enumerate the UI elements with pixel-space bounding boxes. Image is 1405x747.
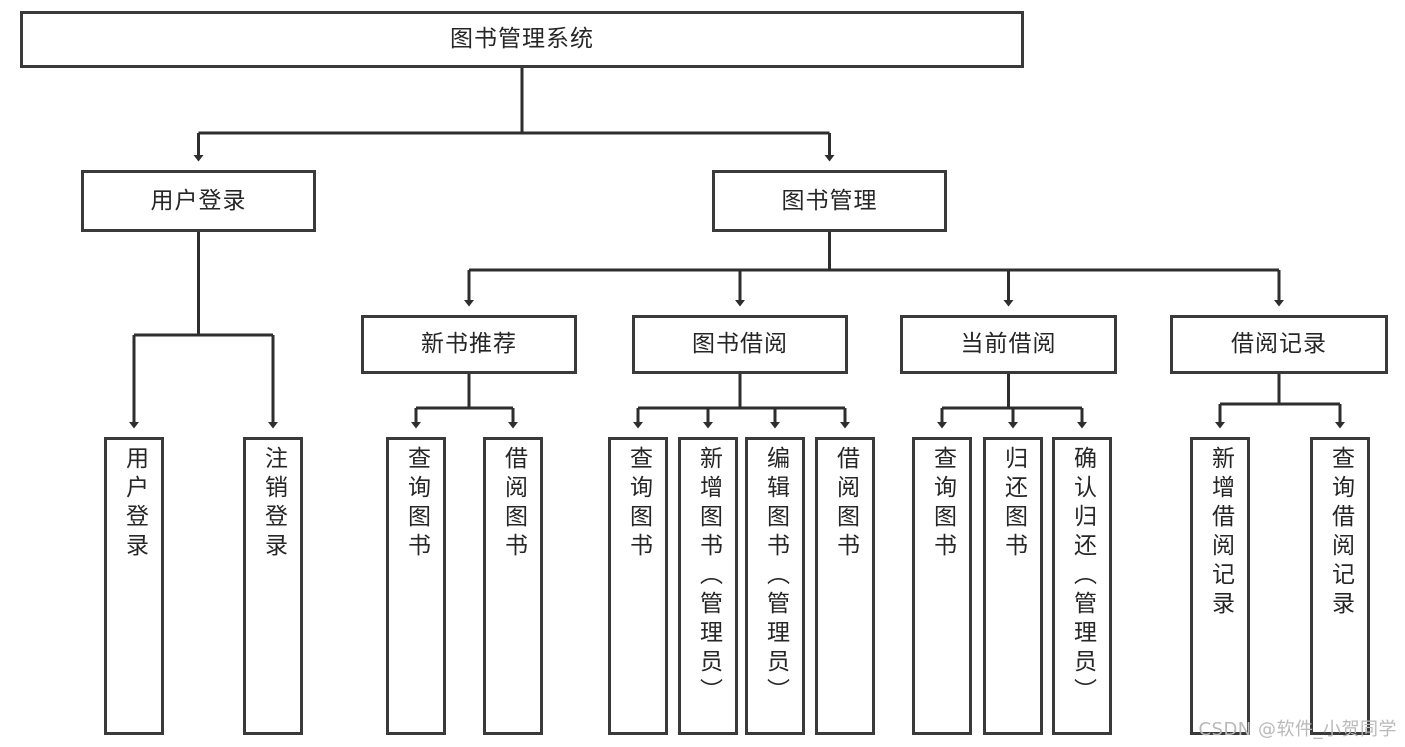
leaf-add-record[interactable]: 新增借阅记录 bbox=[1190, 437, 1250, 735]
leaf-query-record-label: 查询借阅记录 bbox=[1327, 446, 1354, 620]
leaf-borrow-book-2-label: 借阅图书 bbox=[832, 446, 859, 562]
node-user-login-label: 用户登录 bbox=[150, 187, 247, 214]
leaf-confirm-return[interactable]: 确认归还（管理员） bbox=[1052, 437, 1112, 735]
watermark: CSDN @软件_小贺同学 bbox=[1198, 719, 1397, 740]
leaf-borrow-book-1-label: 借阅图书 bbox=[500, 446, 527, 562]
node-current-borrow-label: 当前借阅 bbox=[960, 331, 1057, 358]
node-user-login[interactable]: 用户登录 bbox=[81, 170, 316, 232]
leaf-borrow-book-1[interactable]: 借阅图书 bbox=[483, 437, 543, 735]
leaf-confirm-return-label: 确认归还（管理员） bbox=[1069, 446, 1096, 707]
leaf-query-book-2[interactable]: 查询图书 bbox=[608, 437, 668, 735]
leaf-user-login[interactable]: 用户登录 bbox=[104, 437, 164, 735]
node-current-borrow[interactable]: 当前借阅 bbox=[900, 315, 1117, 374]
node-borrow-record-label: 借阅记录 bbox=[1231, 331, 1327, 358]
leaf-user-login-label: 用户登录 bbox=[121, 446, 148, 562]
node-book-borrow[interactable]: 图书借阅 bbox=[632, 315, 848, 374]
node-new-book-rec[interactable]: 新书推荐 bbox=[361, 315, 577, 374]
leaf-return-book-label: 归还图书 bbox=[1000, 446, 1027, 562]
leaf-query-book-2-label: 查询图书 bbox=[625, 446, 652, 562]
leaf-logout-label: 注销登录 bbox=[260, 446, 287, 562]
leaf-query-record[interactable]: 查询借阅记录 bbox=[1310, 437, 1370, 735]
leaf-query-book-1-label: 查询图书 bbox=[403, 446, 430, 562]
leaf-query-book-1[interactable]: 查询图书 bbox=[386, 437, 446, 735]
node-book-borrow-label: 图书借阅 bbox=[692, 331, 788, 358]
leaf-add-record-label: 新增借阅记录 bbox=[1207, 446, 1234, 620]
node-book-manage-label: 图书管理 bbox=[781, 187, 878, 214]
leaf-borrow-book-2[interactable]: 借阅图书 bbox=[815, 437, 875, 735]
leaf-return-book[interactable]: 归还图书 bbox=[983, 437, 1043, 735]
node-borrow-record[interactable]: 借阅记录 bbox=[1170, 315, 1388, 374]
node-book-manage[interactable]: 图书管理 bbox=[712, 170, 947, 232]
node-root[interactable]: 图书管理系统 bbox=[20, 11, 1024, 68]
leaf-edit-book[interactable]: 编辑图书（管理员） bbox=[745, 437, 805, 735]
leaf-add-book-label: 新增图书（管理员） bbox=[695, 446, 722, 707]
node-new-book-rec-label: 新书推荐 bbox=[421, 331, 517, 358]
leaf-query-book-3-label: 查询图书 bbox=[929, 446, 956, 562]
leaf-add-book[interactable]: 新增图书（管理员） bbox=[678, 437, 738, 735]
leaf-edit-book-label: 编辑图书（管理员） bbox=[762, 446, 789, 707]
node-root-label: 图书管理系统 bbox=[450, 26, 594, 53]
leaf-logout[interactable]: 注销登录 bbox=[243, 437, 303, 735]
leaf-query-book-3[interactable]: 查询图书 bbox=[912, 437, 972, 735]
